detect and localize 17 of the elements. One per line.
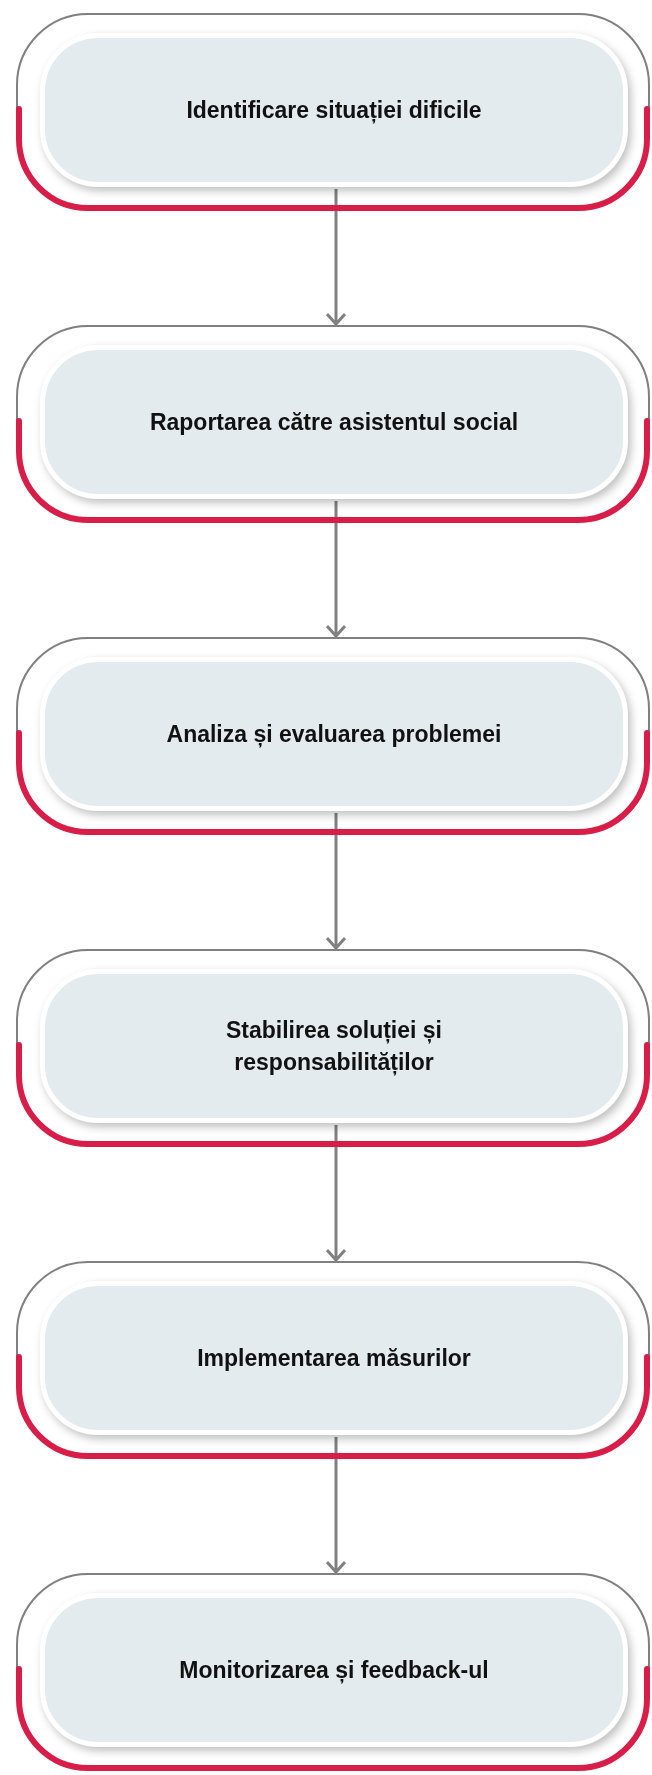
step-frame — [16, 949, 650, 1147]
step-frame — [16, 637, 650, 835]
arrow — [325, 501, 347, 638]
step-frame — [16, 325, 650, 523]
step-label: Raportarea către asistentul social — [149, 407, 519, 437]
step-label: Implementarea măsurilor — [197, 1343, 471, 1373]
step-frame — [16, 13, 650, 211]
step-label: Monitorizarea și feedback-ul — [179, 1655, 489, 1686]
arrow — [325, 813, 347, 950]
arrow — [325, 189, 347, 326]
step-label: Analiza și evaluarea problemei — [166, 719, 502, 750]
arrow — [325, 1125, 347, 1262]
arrow — [325, 1437, 347, 1574]
step-frame — [16, 1261, 650, 1459]
step-label: Stabilirea soluției și responsabilităților — [225, 1015, 443, 1078]
step-frame — [16, 1573, 650, 1771]
step-label: Identificare situației dificile — [186, 95, 482, 126]
